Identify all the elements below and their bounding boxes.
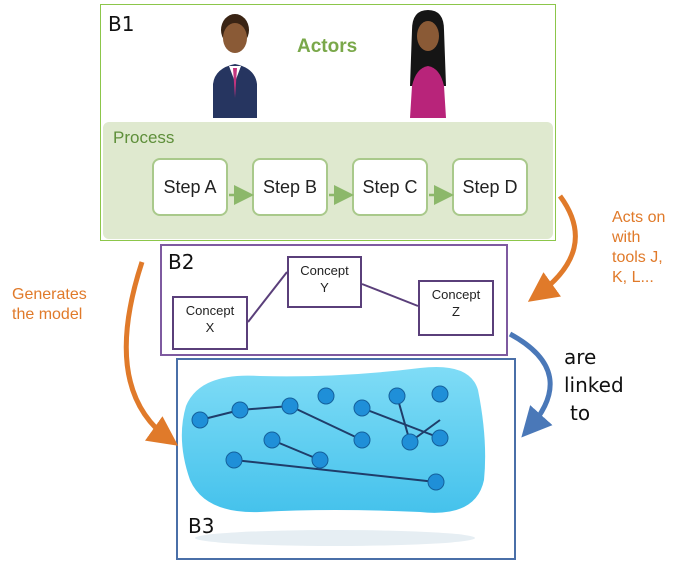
network-blob <box>181 366 486 513</box>
concept-x-letter: X <box>205 320 215 335</box>
box-label-b2: B2 <box>168 250 195 274</box>
acts-on-line-1: Acts on <box>612 209 666 226</box>
step-b: Step B <box>252 158 328 216</box>
concept-x: Concept X <box>172 296 248 350</box>
process-title: Process <box>113 128 175 147</box>
acts-on-line-2: with <box>612 229 641 246</box>
female-actor-icon <box>410 10 446 118</box>
step-a: Step A <box>152 158 228 216</box>
step-d: Step D <box>452 158 528 216</box>
acts-on-annotation: Acts on with tools J, K, L... <box>612 208 665 288</box>
concept-y-letter: Y <box>320 280 329 295</box>
generates-line-2: the model <box>12 306 83 323</box>
network-box <box>176 358 516 560</box>
actors-title: Actors <box>297 36 358 57</box>
generates-arrow <box>123 261 179 446</box>
box-label-b3: B3 <box>188 514 215 538</box>
concept-y-label: Concept <box>300 263 349 278</box>
concept-z: Concept Z <box>418 280 494 336</box>
acts-on-arrow <box>527 194 578 302</box>
acts-on-line-4: K, L... <box>612 269 654 286</box>
box-label-b1: B1 <box>108 12 135 36</box>
acts-on-line-3: tools J, <box>612 249 663 266</box>
blob-reflection <box>195 530 475 546</box>
concept-z-letter: Z <box>452 304 460 319</box>
male-actor-icon <box>213 14 257 118</box>
concept-y: Concept Y <box>287 256 362 308</box>
step-c: Step C <box>352 158 428 216</box>
generates-line-1: Generates <box>12 286 87 303</box>
linked-line-2: linked <box>564 373 624 397</box>
concept-z-label: Concept <box>431 287 481 302</box>
concept-x-label: Concept <box>185 303 235 318</box>
generates-annotation: Generates the model <box>12 285 87 325</box>
linked-line-1: are <box>564 345 597 369</box>
linked-annotation: are linked to <box>564 343 624 427</box>
linked-line-3: to <box>570 401 591 425</box>
linked-arrow <box>508 331 553 438</box>
